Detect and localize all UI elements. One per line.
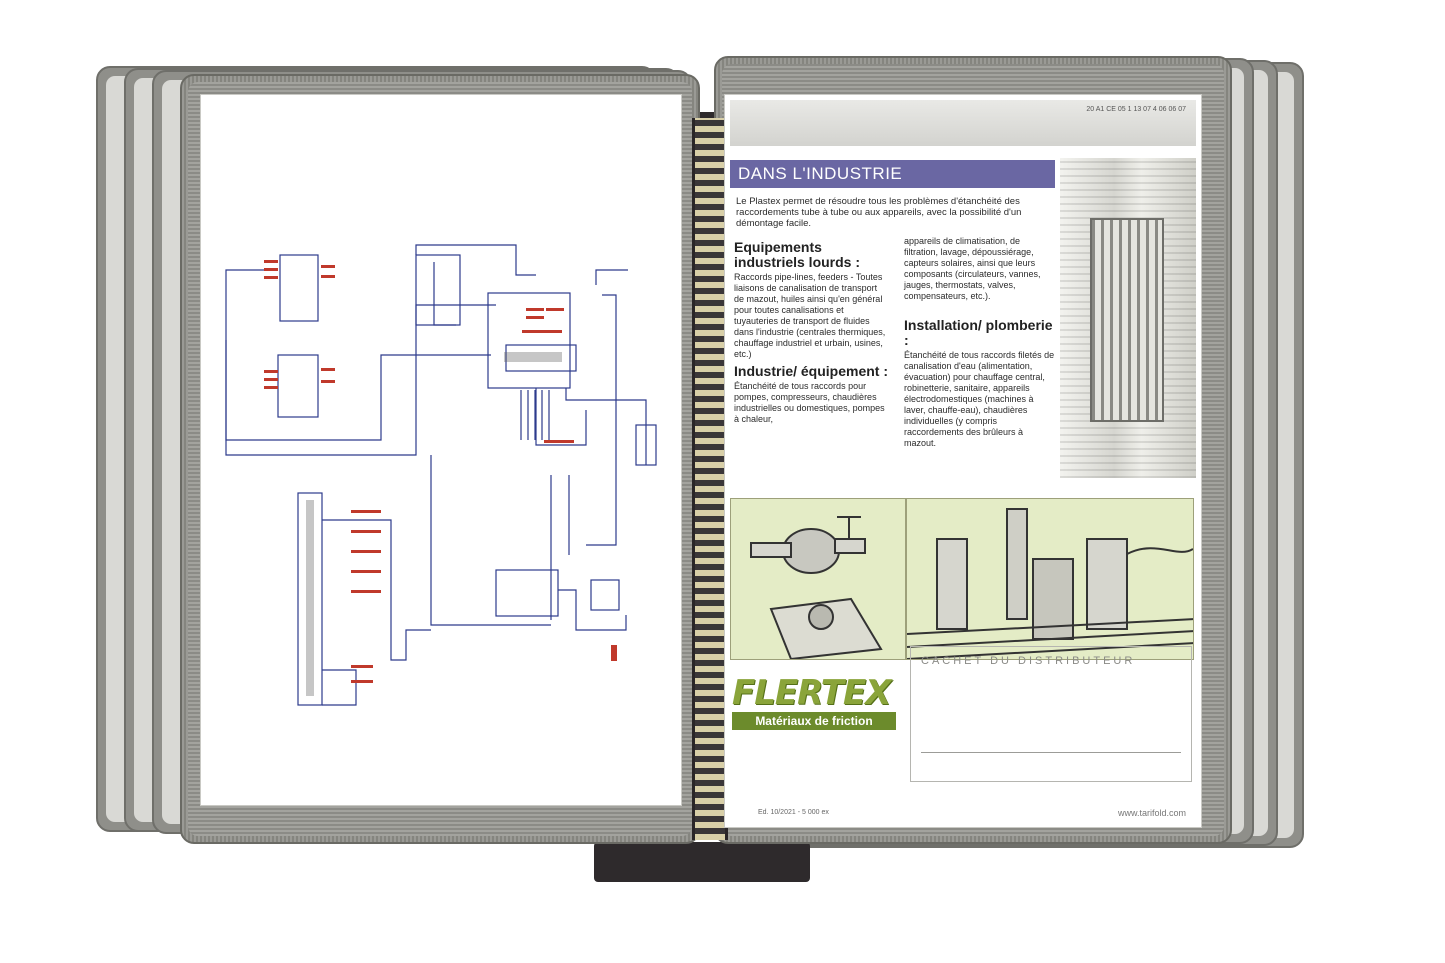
section-heading: Industrie/ équipement : — [734, 363, 889, 379]
wall-bracket-bottom — [594, 842, 810, 882]
brochure-column-left: Equipements industriels lourds : Raccord… — [734, 236, 889, 425]
left-page-sheet — [200, 94, 682, 806]
intro-text: Le Plastex permet de résoudre tous les p… — [736, 196, 1022, 229]
machine-photo — [1060, 158, 1196, 478]
logo-wordmark: FLERTEX — [732, 674, 896, 712]
industry-brochure-page: DANS L'INDUSTRIE Le Plastex permet de ré… — [730, 146, 1196, 826]
ref-code: Ed. 10/2021 - 5 000 ex — [758, 809, 829, 816]
header-code: 20 A1 CE 05 1 13 07 4 06 06 07 — [1086, 106, 1186, 113]
page-top-strip: 20 A1 CE 05 1 13 07 4 06 06 07 — [730, 100, 1196, 146]
section-heading: Equipements industriels lourds : — [734, 239, 861, 270]
binding-spine — [692, 118, 728, 840]
stamp-label: CACHET DU DISTRIBUTEUR — [921, 655, 1136, 667]
section-body: appareils de climatisation, de filtratio… — [904, 236, 1041, 301]
website-text: www.tarifold.com — [1117, 808, 1186, 818]
circuit-schematic — [225, 244, 657, 706]
brochure-column-right: appareils de climatisation, de filtratio… — [904, 200, 1056, 449]
stamp-line — [921, 752, 1181, 753]
section-body: Raccords pipe-lines, feeders - Toutes li… — [734, 272, 886, 359]
distributor-stamp-box: CACHET DU DISTRIBUTEUR — [910, 646, 1192, 782]
logo-tagline: Matériaux de friction — [732, 712, 896, 730]
industrial-plant-illustration — [906, 498, 1194, 660]
section-heading: Installation/ plomberie : — [904, 317, 1053, 348]
section-body: Étanchéité de tous raccords filetés de c… — [904, 350, 1055, 448]
valve-illustration — [730, 498, 906, 660]
section-body: Étanchéité de tous raccords pour pompes,… — [734, 381, 885, 424]
flertex-logo: FLERTEX Matériaux de friction — [732, 674, 896, 732]
section-banner: DANS L'INDUSTRIE — [730, 160, 1055, 188]
